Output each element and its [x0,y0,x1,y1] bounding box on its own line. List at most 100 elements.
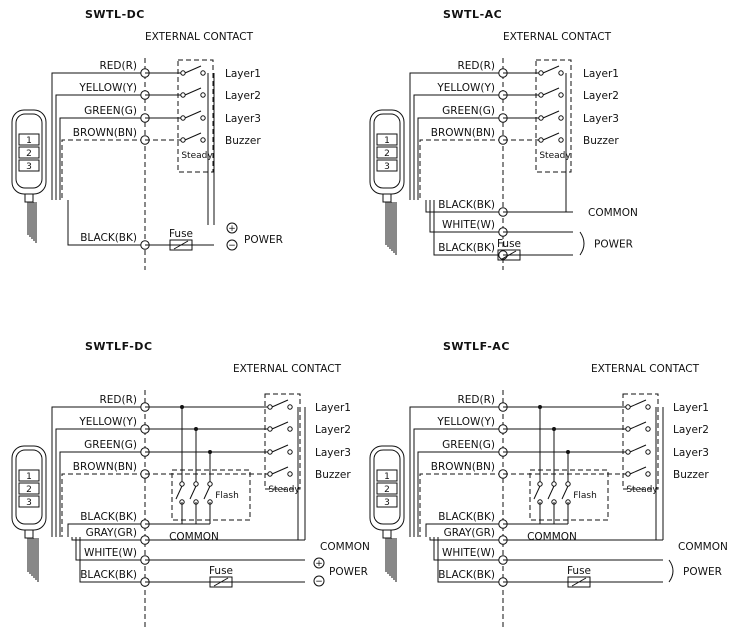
contact-point [551,481,557,487]
wire [425,523,503,537]
steady-label: Steady [626,485,658,495]
power-brace [579,231,585,256]
fuse-body [567,576,591,588]
wire [71,537,145,541]
steady-label: Steady [268,485,300,495]
common-right-label: COMMON [678,541,728,553]
wire-label: BLACK(BK) [438,569,495,581]
wire-label: RED(R) [99,394,137,406]
wire-label: BLACK(BK) [80,569,137,581]
wire [67,523,145,537]
contact-point [180,115,186,121]
tower-layer-number: 3 [26,498,32,508]
minus-icon [226,239,238,251]
switch-blade [629,399,647,408]
wire [79,537,145,583]
wire [51,72,145,200]
external-contact-box [622,393,659,490]
external-contact-label: EXTERNAL CONTACT [591,363,700,375]
tower-layer [376,469,398,482]
wire [51,406,145,537]
dashed-wire [419,473,503,537]
contact-point [267,449,273,455]
switch-contact [267,444,293,455]
contact-point [565,481,571,487]
contact-point [625,426,631,432]
flash-label: Flash [215,491,239,501]
tower-layer [376,495,398,508]
switch-blade [629,421,647,430]
tower-inner [373,449,401,525]
switch-blade [629,444,647,453]
contact-point [625,449,631,455]
tower-base [382,530,392,539]
wire-label: GREEN(G) [442,439,495,451]
switch-contact [267,399,293,410]
steady-label: Steady [539,151,571,161]
output-label: Layer3 [673,447,709,459]
tower-inner [373,113,401,189]
wire-label: RED(R) [457,394,495,406]
contact-point [625,471,631,477]
output-label: Layer1 [315,402,351,414]
power-label: POWER [594,239,633,251]
wire-label: GREEN(G) [84,105,137,117]
external-contact-box [535,59,572,173]
fuse-label: Fuse [567,565,591,577]
junction-dot [180,405,184,409]
junction-dot [194,427,198,431]
flash-contact [533,481,543,505]
switch-blade [542,65,560,74]
wire [417,451,503,537]
contact-point [537,481,543,487]
switch-blade [547,485,555,500]
fuse-element [173,240,189,250]
contact-point [267,404,273,410]
wire [433,200,503,256]
output-label: Layer1 [583,68,619,80]
output-label: Layer3 [583,113,619,125]
switch-contact [625,466,651,477]
wire-label: WHITE(W) [84,547,137,559]
switch-blade [271,399,289,408]
wire-label: YELLOW(Y) [78,416,137,428]
contact-point [558,92,564,98]
plus-sign: + [228,224,236,234]
fuse-label: Fuse [169,228,193,240]
wire [409,72,503,200]
contact-point [538,115,544,121]
junction-dot [566,450,570,454]
switch-blade [542,132,560,141]
fuse-element [501,250,517,260]
tower-base [382,194,392,203]
tower-layer [376,133,398,146]
power-label: POWER [244,234,283,246]
wire-label: BLACK(BK) [438,511,495,523]
switch-contact [625,444,651,455]
contact-point [200,115,206,121]
switch-blade [184,110,202,119]
tower-layer [18,495,40,508]
fuse: Fuse [209,565,233,588]
contact-point [538,70,544,76]
external-contact-label: EXTERNAL CONTACT [145,31,254,43]
output-label: Buzzer [315,469,351,481]
wire-label: WHITE(W) [442,547,495,559]
tower-layer-number: 1 [384,136,390,146]
output-label: Layer1 [673,402,709,414]
switch-contact [180,87,206,98]
external-contact-box [177,59,214,173]
switch-contact [538,65,564,76]
tower-inner [15,113,43,189]
switch-contact [180,110,206,121]
panel-title: SWTL-DC [85,8,145,21]
wire-label: GRAY(GR) [86,527,137,539]
switch-blade [203,485,211,500]
fuse-body [169,239,193,251]
switch-blade [271,466,289,475]
wire [55,428,145,537]
